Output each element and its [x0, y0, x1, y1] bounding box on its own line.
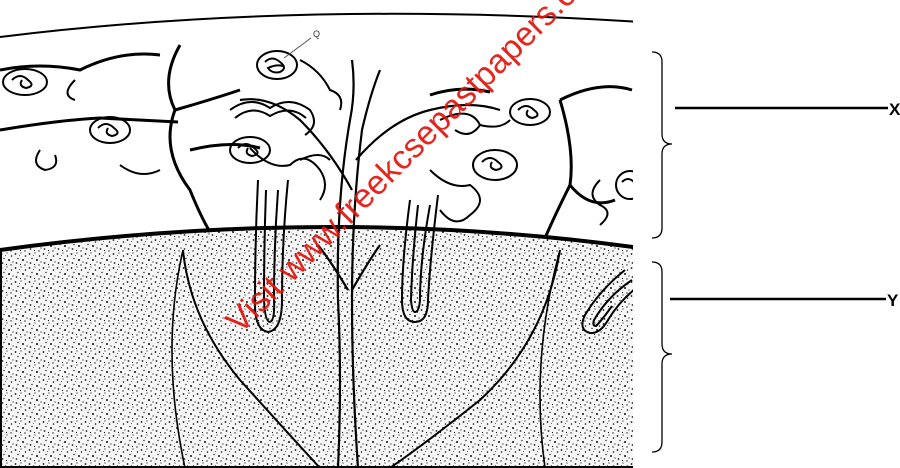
convoluted-tubules — [36, 60, 608, 225]
glomerulus-q — [257, 51, 297, 79]
label-y: Y — [887, 291, 899, 310]
cortex-septa — [0, 45, 632, 238]
label-q: Q — [313, 29, 320, 39]
brace-y — [652, 262, 672, 452]
q-pointer-line — [284, 38, 311, 58]
glomerulus — [90, 117, 130, 143]
brace-x — [652, 52, 672, 238]
glomerulus — [473, 150, 517, 180]
glomerulus — [510, 99, 550, 125]
glomerulus — [3, 69, 47, 95]
glomerulus — [616, 171, 644, 199]
glomerulus — [230, 137, 270, 163]
label-x: X — [889, 100, 900, 119]
